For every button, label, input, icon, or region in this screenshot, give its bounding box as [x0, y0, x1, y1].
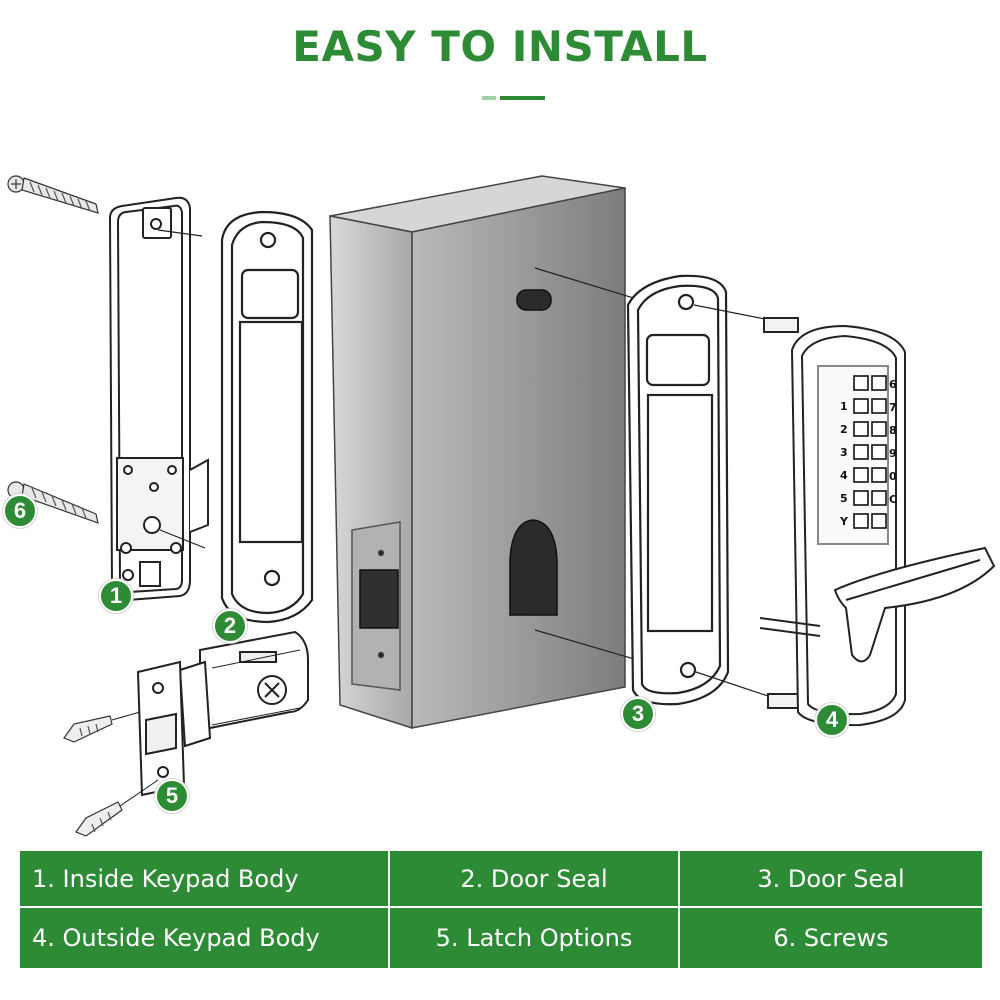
key-label: 0	[889, 470, 897, 483]
key-label: 2	[840, 423, 848, 436]
keypad-labels-right: 6 7 8 9 0 C	[889, 378, 897, 506]
key-label: C	[889, 493, 897, 506]
legend-item: 4. Outside Keypad Body	[20, 908, 390, 968]
key-label: 7	[889, 401, 897, 414]
inside-keypad-body	[108, 196, 209, 602]
key-label: 9	[889, 447, 897, 460]
callout-1: 1	[99, 579, 133, 613]
callout-6: 6	[3, 494, 37, 528]
exploded-lock-illustration: 1 2 3 4 5 Y 6 7 8 9 0 C	[7, 175, 996, 837]
key-label: Y	[839, 515, 849, 528]
title-underline	[500, 96, 545, 100]
latch-assembly	[136, 630, 309, 797]
door-seal-left	[220, 210, 314, 624]
key-label: 5	[840, 492, 848, 505]
gate-box	[329, 175, 626, 730]
callout-4: 4	[815, 703, 849, 737]
title-underline-accent	[482, 96, 496, 100]
key-label: 8	[889, 424, 897, 437]
keypad-buttons	[853, 375, 887, 529]
key-label: 1	[840, 400, 848, 413]
callout-2: 2	[213, 609, 247, 643]
screw-top	[7, 175, 99, 214]
key-label: 6	[889, 378, 897, 391]
keypad-labels-left: 1 2 3 4 5 Y	[839, 400, 849, 528]
wood-screw-upper	[63, 715, 113, 743]
legend-item: 6. Screws	[773, 924, 889, 952]
page-title: EASY TO INSTALL	[292, 22, 708, 71]
legend-item: 3. Door Seal	[680, 851, 982, 908]
key-label: 4	[840, 469, 848, 482]
key-label: 3	[840, 446, 848, 459]
callout-3: 3	[621, 697, 655, 731]
legend-item: 1. Inside Keypad Body	[20, 851, 390, 908]
legend-item: 2. Door Seal	[390, 851, 680, 908]
legend-item: 5. Latch Options	[390, 908, 680, 968]
wood-screw-lower	[75, 801, 123, 837]
parts-legend: 1. Inside Keypad Body 2. Door Seal 3. Do…	[20, 851, 982, 968]
door-seal-right	[626, 274, 730, 706]
callout-5: 5	[155, 779, 189, 813]
